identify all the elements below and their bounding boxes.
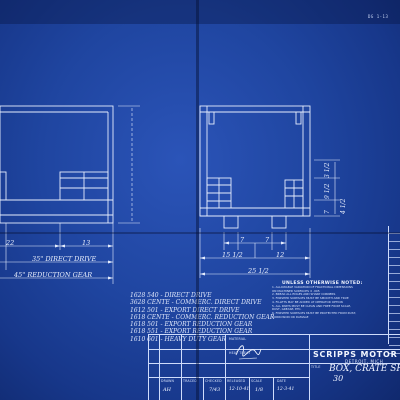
released-value: 12-10-41: [229, 387, 250, 392]
end-elevation-view: [199, 105, 311, 229]
note-line: 3. FINISHED SURFACES MUST BE SMOOTH AND …: [272, 297, 349, 301]
dim-22: 22: [6, 239, 15, 247]
note-line: RUST, GREASE, ETC.: [272, 308, 302, 312]
drawing-title-line1: BOX, CRATE SHIP: [329, 364, 400, 374]
note-line: 6. FINISHED SURFACES MUST BE PROTECTED F…: [272, 311, 357, 315]
side-elevation-view: [0, 105, 114, 224]
note-line: 1. ALLOWABLE VARIATION OF FRACTIONAL DIM…: [272, 286, 353, 289]
fold-crease-horizontal: [0, 232, 400, 234]
notes-title: UNLESS OTHERWISE NOTED:: [282, 281, 363, 286]
sheet-corner-label: DG 1-13: [368, 14, 389, 19]
dim-12: 12: [276, 251, 285, 259]
dim-13: 13: [82, 239, 91, 247]
released-label: RELEASED: [227, 379, 246, 383]
variant-line: 1612 501 - EXPORT DIRECT DRIVE: [130, 306, 240, 314]
dim-7-a: 7: [240, 236, 245, 244]
dim-vert-d: 4 1/2: [340, 198, 347, 214]
approval-signature: [235, 345, 262, 360]
title-label: TITLE: [311, 365, 321, 369]
material-label: MATERIAL: [229, 337, 247, 341]
checked-value: 7/43: [209, 387, 221, 393]
title-block: MATERIAL HEAT TREAT DRAWN TRACED CHECKED…: [148, 334, 400, 400]
note-line: 2. BREAK ALL EDGES AND SHARP CORNERS: [272, 293, 336, 297]
heat-treat-label: HEAT TREAT: [229, 351, 251, 355]
company-name: SCRIPPS MOTOR: [313, 350, 398, 359]
dim-direct-drive: 35" DIRECT DRIVE: [32, 255, 97, 263]
note-line: ON MACHINED SURFACES ± .005: [272, 289, 320, 293]
dim-vert-b: 9 1/2: [324, 183, 331, 199]
dim-reduction-gear: 45" REDUCTION GEAR: [14, 271, 93, 279]
date-label: DATE: [277, 379, 287, 383]
model-variant-list: 1628 540 - DIRECT DRIVE 3628 CENTE - COM…: [130, 292, 290, 343]
variant-line: 1610 601 - HEAVY DUTY GEAR: [130, 335, 227, 343]
note-line: 4. FILLETS MAY BE ADDED AT OPERATOR OPTI…: [272, 300, 343, 304]
variant-line: 1618 CENTE - COMMERC. REDUCTION GEAR: [130, 313, 275, 321]
drawn-by-value: AH: [163, 387, 171, 393]
date-value: 12-3-41: [277, 387, 295, 392]
dim-7-b: 7: [265, 236, 270, 244]
note-line: 5. ALL PARTS MUST BE CLEAN AND FREE FROM…: [272, 304, 352, 308]
general-notes: UNLESS OTHERWISE NOTED: 1. ALLOWABLE VAR…: [272, 281, 390, 319]
variant-line: 1628 540 - DIRECT DRIVE: [130, 292, 212, 299]
revision-table: [388, 226, 400, 354]
variant-line: 1618 501 - EXPORT REDUCTION GEAR: [130, 321, 253, 329]
sheet-top-edge: [0, 0, 400, 24]
fold-crease-vertical: [196, 0, 199, 400]
drawn-label: DRAWN: [161, 379, 175, 383]
checked-label: CHECKED: [205, 379, 222, 383]
dim-vert-a: 3 1/2: [324, 162, 331, 178]
dim-25-half: 25 1/2: [248, 267, 269, 275]
note-line: CORROSION OR DAMAGE: [272, 315, 309, 319]
dim-15-half: 15 1/2: [222, 251, 243, 259]
traced-label: TRACED: [183, 379, 198, 383]
scale-label: SCALE: [251, 379, 263, 383]
scale-value: 1/8: [255, 387, 264, 393]
variant-line: 1618 551 - EXPORT REDUCTION GEAR: [130, 328, 253, 336]
variant-line: 3628 CENTE - COMMERC. DIRECT DRIVE: [130, 299, 262, 307]
dim-vert-c: 7: [324, 210, 331, 214]
drawing-title-line2: 30: [333, 374, 344, 383]
company-city: DETROIT, MICH: [345, 359, 384, 364]
